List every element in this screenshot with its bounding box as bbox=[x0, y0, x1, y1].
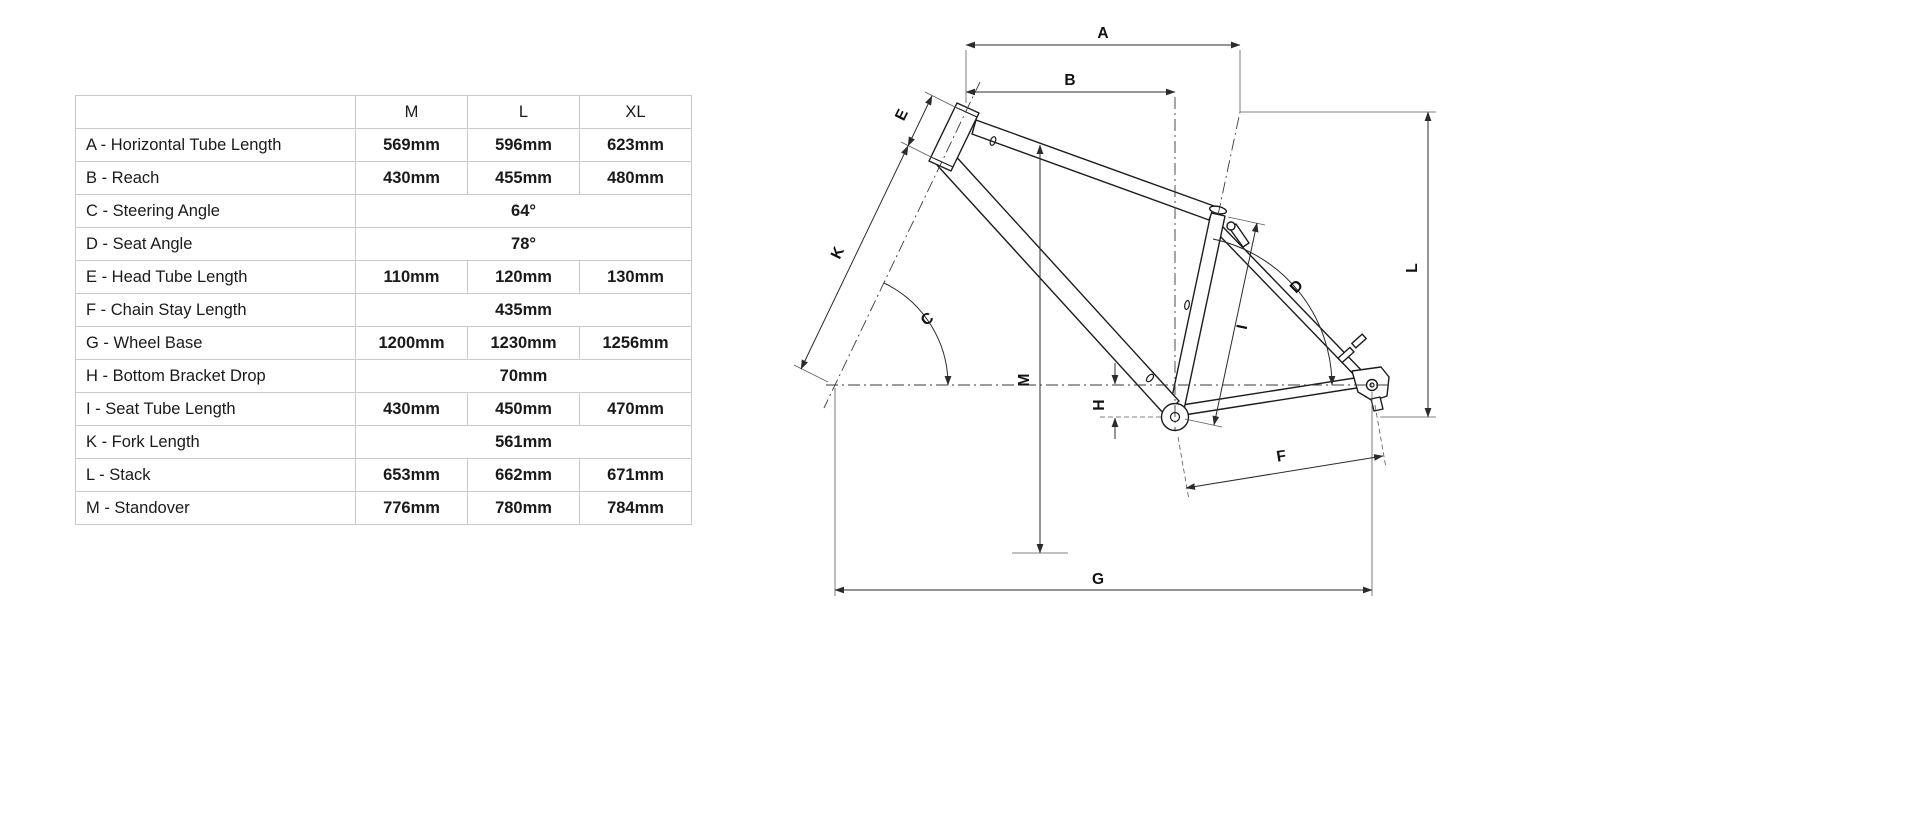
cell-value: 120mm bbox=[467, 260, 580, 294]
bike-frame bbox=[928, 102, 1390, 432]
table-row: D - Seat Angle 78° bbox=[75, 227, 692, 261]
row-label: I - Seat Tube Length bbox=[75, 392, 356, 426]
dimension-lines bbox=[800, 41, 1432, 594]
table-row: B - Reach 430mm 455mm 480mm bbox=[75, 161, 692, 195]
cell-value: 78° bbox=[355, 227, 692, 261]
cell-value: 1256mm bbox=[579, 326, 692, 360]
cell-value: 569mm bbox=[355, 128, 468, 162]
table-header-row: M L XL bbox=[75, 95, 692, 129]
dim-label-a: A bbox=[1097, 25, 1108, 42]
table-row: L - Stack 653mm 662mm 671mm bbox=[75, 458, 692, 492]
steering-axis-line bbox=[823, 81, 981, 409]
dim-line-e bbox=[907, 95, 933, 147]
cell-value: 776mm bbox=[355, 491, 468, 525]
seat-tube bbox=[1167, 212, 1226, 420]
extension-lines bbox=[793, 50, 1436, 596]
dim-label-h: H bbox=[1091, 399, 1108, 410]
cell-value: 1230mm bbox=[467, 326, 580, 360]
row-label: D - Seat Angle bbox=[75, 227, 356, 261]
seat-clamp-collar bbox=[1208, 205, 1228, 215]
dim-line-i bbox=[1212, 222, 1259, 426]
cell-value: 623mm bbox=[579, 128, 692, 162]
cell-value: 662mm bbox=[467, 458, 580, 492]
cell-value: 1200mm bbox=[355, 326, 468, 360]
cable-port bbox=[1145, 373, 1155, 383]
dim-label-e: E bbox=[892, 107, 912, 124]
dim-label-c: C bbox=[918, 309, 937, 329]
header-size-m: M bbox=[355, 95, 468, 129]
derailleur-hanger bbox=[1370, 396, 1384, 412]
row-label: G - Wheel Base bbox=[75, 326, 356, 360]
table-row: A - Horizontal Tube Length 569mm 596mm 6… bbox=[75, 128, 692, 162]
header-empty-cell bbox=[75, 95, 356, 129]
header-size-l: L bbox=[467, 95, 580, 129]
cell-value: 430mm bbox=[355, 392, 468, 426]
row-label: F - Chain Stay Length bbox=[75, 293, 356, 327]
cable-port bbox=[989, 136, 997, 146]
frame-diagram-svg: A B C D E F G H I K L M bbox=[793, 25, 1436, 596]
dim-arc-d bbox=[1212, 238, 1336, 386]
table-row: E - Head Tube Length 110mm 120mm 130mm bbox=[75, 260, 692, 294]
table-row: K - Fork Length 561mm bbox=[75, 425, 692, 459]
reference-lines bbox=[823, 81, 1392, 430]
row-label: H - Bottom Bracket Drop bbox=[75, 359, 356, 393]
cell-value: 671mm bbox=[579, 458, 692, 492]
row-label: C - Steering Angle bbox=[75, 194, 356, 228]
row-label: E - Head Tube Length bbox=[75, 260, 356, 294]
cell-value: 480mm bbox=[579, 161, 692, 195]
top-tube bbox=[971, 119, 1215, 221]
dim-label-d: D bbox=[1287, 277, 1307, 297]
cell-value: 596mm bbox=[467, 128, 580, 162]
dim-label-f: F bbox=[1275, 447, 1287, 465]
cell-value: 70mm bbox=[355, 359, 692, 393]
cell-value: 784mm bbox=[579, 491, 692, 525]
table-row: I - Seat Tube Length 430mm 450mm 470mm bbox=[75, 392, 692, 426]
cell-value: 130mm bbox=[579, 260, 692, 294]
cell-value: 561mm bbox=[355, 425, 692, 459]
cable-port bbox=[1184, 299, 1190, 311]
row-label: A - Horizontal Tube Length bbox=[75, 128, 356, 162]
row-label: K - Fork Length bbox=[75, 425, 356, 459]
cell-value: 450mm bbox=[467, 392, 580, 426]
row-label: L - Stack bbox=[75, 458, 356, 492]
chain-stay bbox=[1181, 376, 1364, 416]
cell-value: 653mm bbox=[355, 458, 468, 492]
cell-value: 470mm bbox=[579, 392, 692, 426]
table-row: F - Chain Stay Length 435mm bbox=[75, 293, 692, 327]
row-label: M - Standover bbox=[75, 491, 356, 525]
dim-label-g: G bbox=[1092, 571, 1104, 588]
seat-clamp-bolt bbox=[1226, 221, 1236, 231]
dim-label-l: L bbox=[1404, 263, 1421, 272]
cell-value: 780mm bbox=[467, 491, 580, 525]
table-row: C - Steering Angle 64° bbox=[75, 194, 692, 228]
header-size-xl: XL bbox=[579, 95, 692, 129]
dim-line-f bbox=[1185, 454, 1384, 490]
table-row: G - Wheel Base 1200mm 1230mm 1256mm bbox=[75, 326, 692, 360]
seat-axis-extension bbox=[1217, 111, 1241, 216]
dim-label-i: I bbox=[1234, 323, 1252, 331]
frame-geometry-diagram: A B C D E F G H I K L M bbox=[760, 0, 1460, 650]
dim-arc-c bbox=[883, 282, 952, 386]
dim-label-k: K bbox=[828, 244, 849, 262]
brake-mount bbox=[1351, 333, 1367, 349]
table-row: H - Bottom Bracket Drop 70mm bbox=[75, 359, 692, 393]
cell-value: 110mm bbox=[355, 260, 468, 294]
brake-mount bbox=[1337, 346, 1355, 364]
cell-value: 435mm bbox=[355, 293, 692, 327]
dim-label-b: B bbox=[1064, 72, 1075, 89]
dim-label-m: M bbox=[1016, 374, 1033, 387]
row-label: B - Reach bbox=[75, 161, 356, 195]
cell-value: 455mm bbox=[467, 161, 580, 195]
cell-value: 430mm bbox=[355, 161, 468, 195]
cell-value: 64° bbox=[355, 194, 692, 228]
dim-line-k bbox=[800, 145, 909, 370]
geometry-table: M L XL A - Horizontal Tube Length 569mm … bbox=[75, 95, 692, 525]
table-row: M - Standover 776mm 780mm 784mm bbox=[75, 491, 692, 525]
